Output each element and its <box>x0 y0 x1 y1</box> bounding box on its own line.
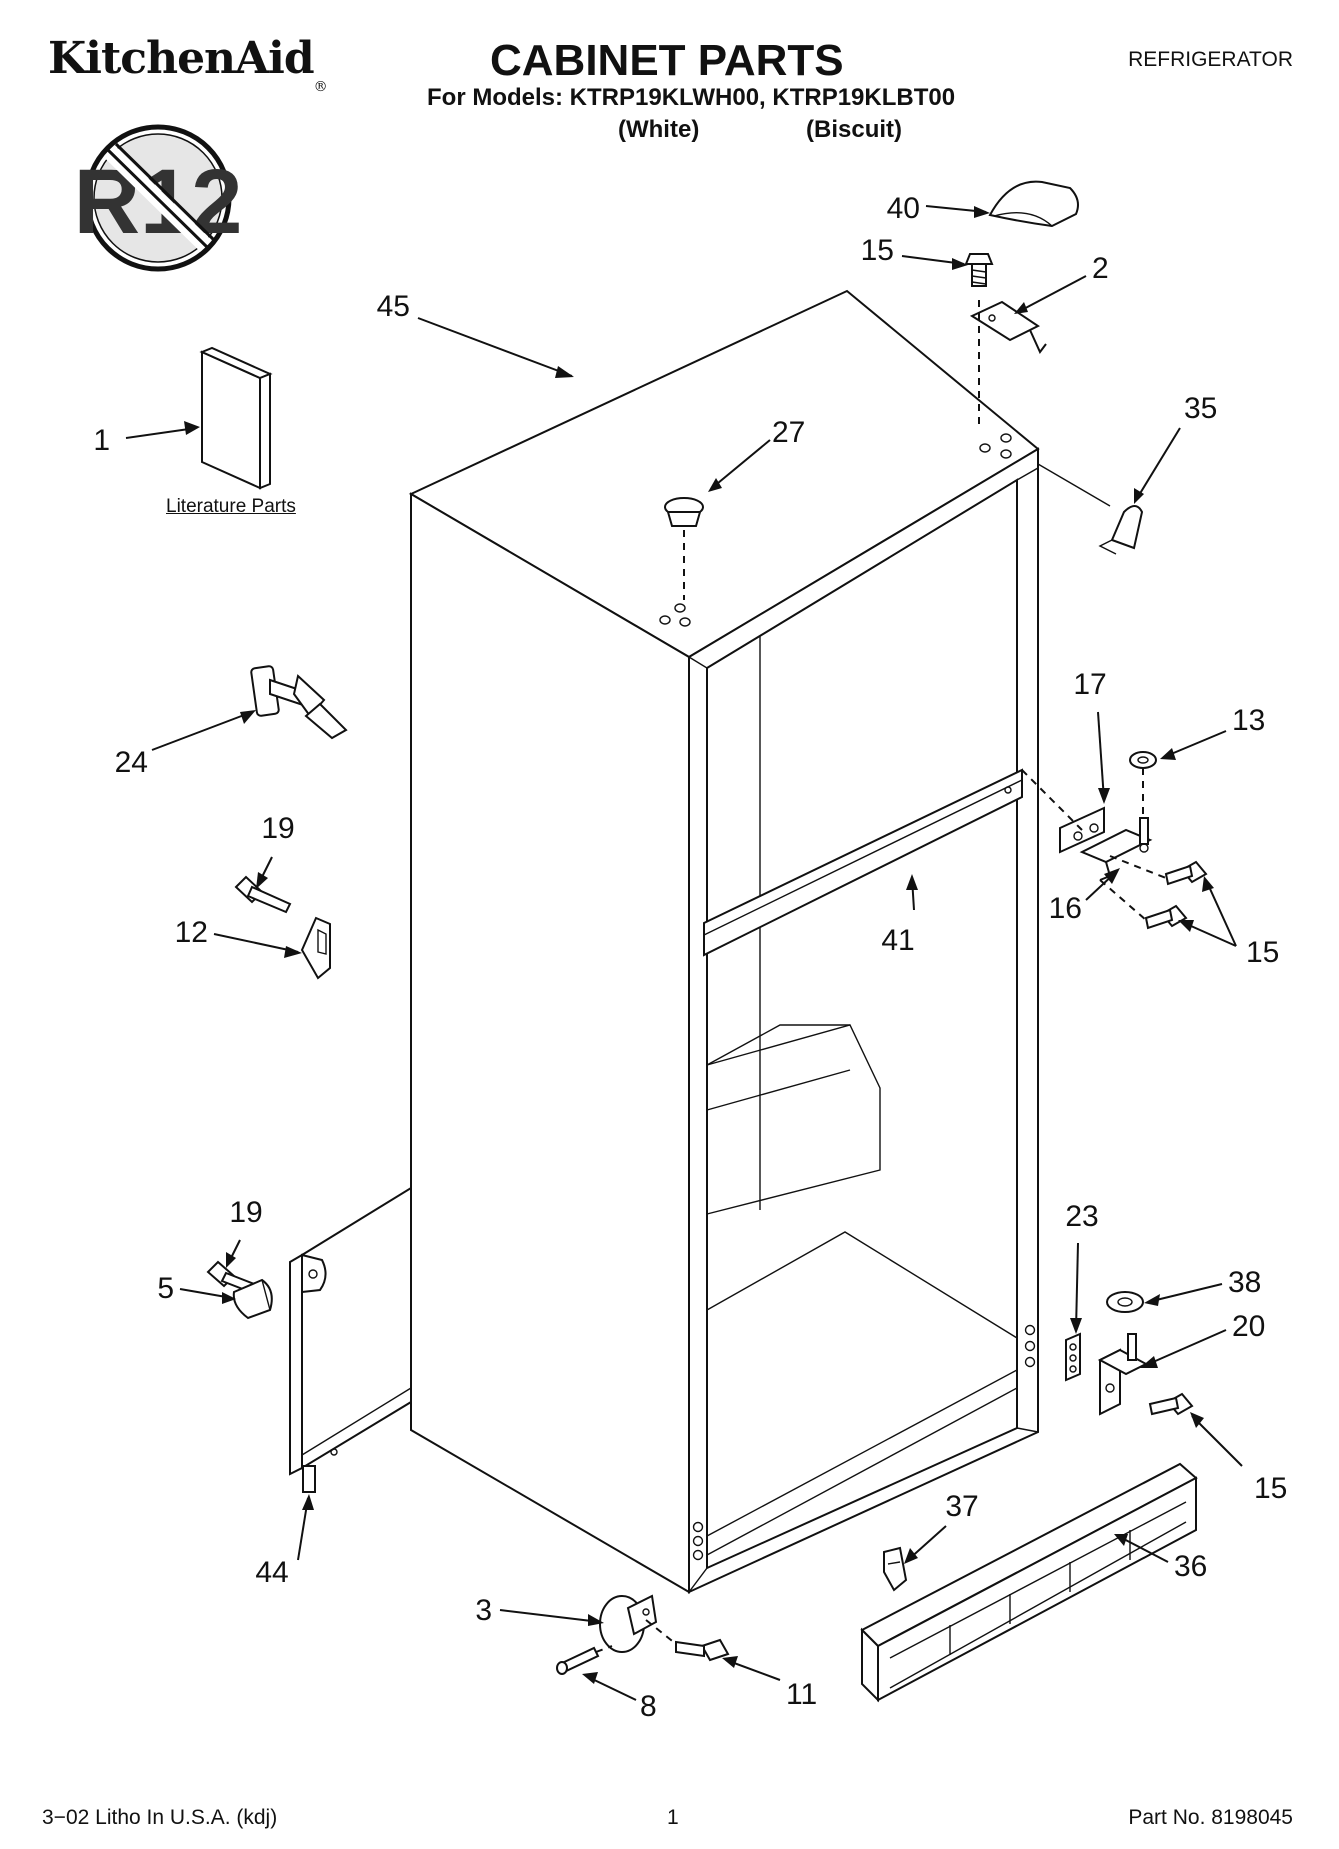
callout-12: 12 <box>175 916 208 949</box>
callout-19-lower: 19 <box>229 1196 262 1229</box>
part-19-screw-upper <box>234 875 292 914</box>
footer-page-number: 1 <box>667 1806 679 1829</box>
part-3-leveler <box>599 1594 658 1653</box>
callout-17: 17 <box>1073 668 1106 701</box>
part-24-bracket <box>250 665 348 740</box>
callout-37: 37 <box>945 1490 978 1523</box>
callout-38: 38 <box>1228 1266 1261 1299</box>
part-45-cabinet <box>408 289 1040 1595</box>
part-15-screw-bottom <box>1148 1392 1194 1416</box>
product-type: REFRIGERATOR <box>1128 48 1293 71</box>
callout-15-bottom: 15 <box>1254 1472 1287 1505</box>
variant-biscuit: (Biscuit) <box>806 116 902 143</box>
leader-lines <box>125 205 1243 1701</box>
part-20-hinge-bottom <box>1097 1333 1149 1416</box>
callout-1: 1 <box>93 424 110 457</box>
variant-white: (White) <box>618 116 700 143</box>
part-41-mullion <box>703 768 1023 957</box>
callout-44: 44 <box>255 1556 288 1589</box>
part-15-screw-top <box>964 253 994 287</box>
callout-35: 35 <box>1184 392 1217 425</box>
part-1-literature <box>199 346 273 490</box>
page-title: CABINET PARTS <box>490 36 844 85</box>
no-r12-icon: R12 <box>74 124 242 272</box>
callout-15-center: 15 <box>1246 936 1279 969</box>
literature-parts-label: Literature Parts <box>166 496 296 517</box>
part-44-panel <box>289 1186 412 1493</box>
callout-11: 11 <box>786 1678 817 1711</box>
brand-name: KitchenAid <box>48 33 315 84</box>
part-8-pin <box>556 1645 613 1675</box>
models-line: For Models: KTRP19KLWH00, KTRP19KLBT00 <box>427 84 956 111</box>
part-12-clip <box>300 916 331 980</box>
footer-litho: 3−02 Litho In U.S.A. (kdj) <box>42 1806 278 1829</box>
part-35-cover <box>1037 463 1144 555</box>
callout-40: 40 <box>887 192 920 225</box>
callout-27: 27 <box>772 416 805 449</box>
part-23-shim <box>1065 1332 1081 1382</box>
callout-15-top: 15 <box>861 234 894 267</box>
part-13-washer <box>1129 751 1157 816</box>
callout-41: 41 <box>881 924 914 957</box>
part-5-bracket <box>232 1278 273 1320</box>
callout-5: 5 <box>157 1272 174 1305</box>
callout-36: 36 <box>1174 1550 1207 1583</box>
arrowheads <box>184 206 1214 1684</box>
callout-19-upper: 19 <box>261 812 294 845</box>
part-40-cap <box>988 180 1079 228</box>
callout-45: 45 <box>377 290 410 323</box>
part-37-clip <box>883 1546 908 1592</box>
callout-24: 24 <box>115 746 148 779</box>
callout-3: 3 <box>475 1594 492 1627</box>
callout-2: 2 <box>1092 252 1109 285</box>
footer-part-number: Part No. 8198045 <box>1128 1806 1293 1829</box>
callout-20: 20 <box>1232 1310 1265 1343</box>
part-2-hinge-top <box>969 300 1047 430</box>
callout-13: 13 <box>1232 704 1265 737</box>
brand-logo: KitchenAid® <box>48 33 328 96</box>
part-38-washer <box>1106 1291 1144 1313</box>
callout-23: 23 <box>1065 1200 1098 1233</box>
registered-mark: ® <box>313 79 328 95</box>
callout-16: 16 <box>1049 892 1082 925</box>
part-11-screw <box>645 1619 730 1662</box>
callout-8: 8 <box>640 1690 657 1723</box>
part-36-grille <box>860 1462 1198 1703</box>
part-27-plug <box>664 497 704 600</box>
